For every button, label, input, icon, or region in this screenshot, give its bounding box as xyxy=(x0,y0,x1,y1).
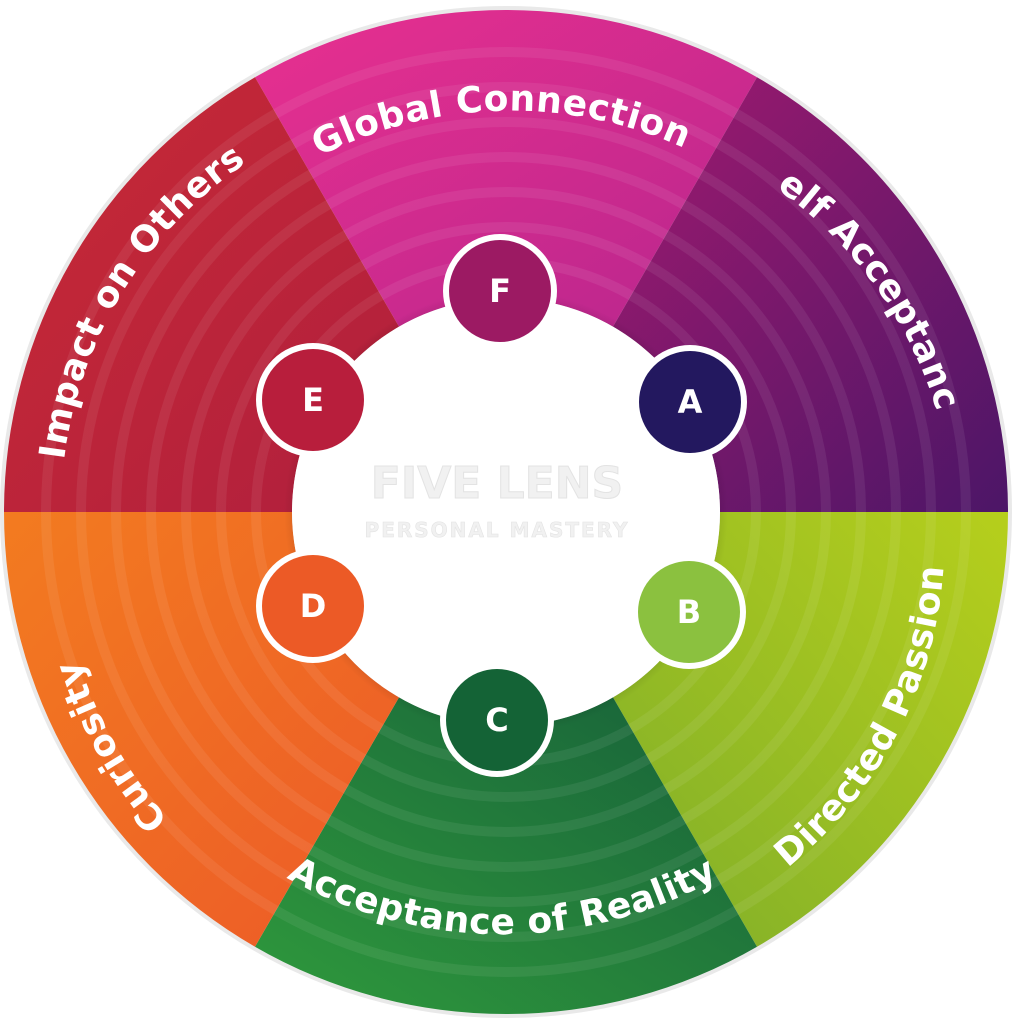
node-b-letter: B xyxy=(677,593,701,631)
node-c[interactable]: C xyxy=(440,663,554,777)
node-f[interactable]: F xyxy=(443,234,557,348)
node-d-letter: D xyxy=(300,587,327,625)
node-c-letter: C xyxy=(485,701,508,739)
segment-acceptance-of-reality[interactable] xyxy=(255,697,757,1015)
letter-nodes: F A B C D E xyxy=(256,234,747,777)
node-b-circle xyxy=(638,561,740,663)
center-subtitle: PERSONAL MASTERY xyxy=(365,518,630,542)
node-e-circle xyxy=(262,349,364,451)
node-e[interactable]: E xyxy=(256,343,370,457)
node-a-circle xyxy=(639,351,741,453)
node-e-letter: E xyxy=(302,381,324,419)
center-hub xyxy=(292,298,720,726)
node-b[interactable]: B xyxy=(632,555,746,669)
node-d-circle xyxy=(262,555,364,657)
node-a-letter: A xyxy=(678,383,703,421)
node-f-circle xyxy=(449,240,551,342)
center-title: FIVE LENS xyxy=(371,458,623,509)
node-a[interactable]: A xyxy=(633,345,747,459)
node-c-circle xyxy=(446,669,548,771)
segment-global-connection[interactable] xyxy=(255,9,757,327)
node-f-letter: F xyxy=(489,272,511,310)
node-d[interactable]: D xyxy=(256,549,370,663)
